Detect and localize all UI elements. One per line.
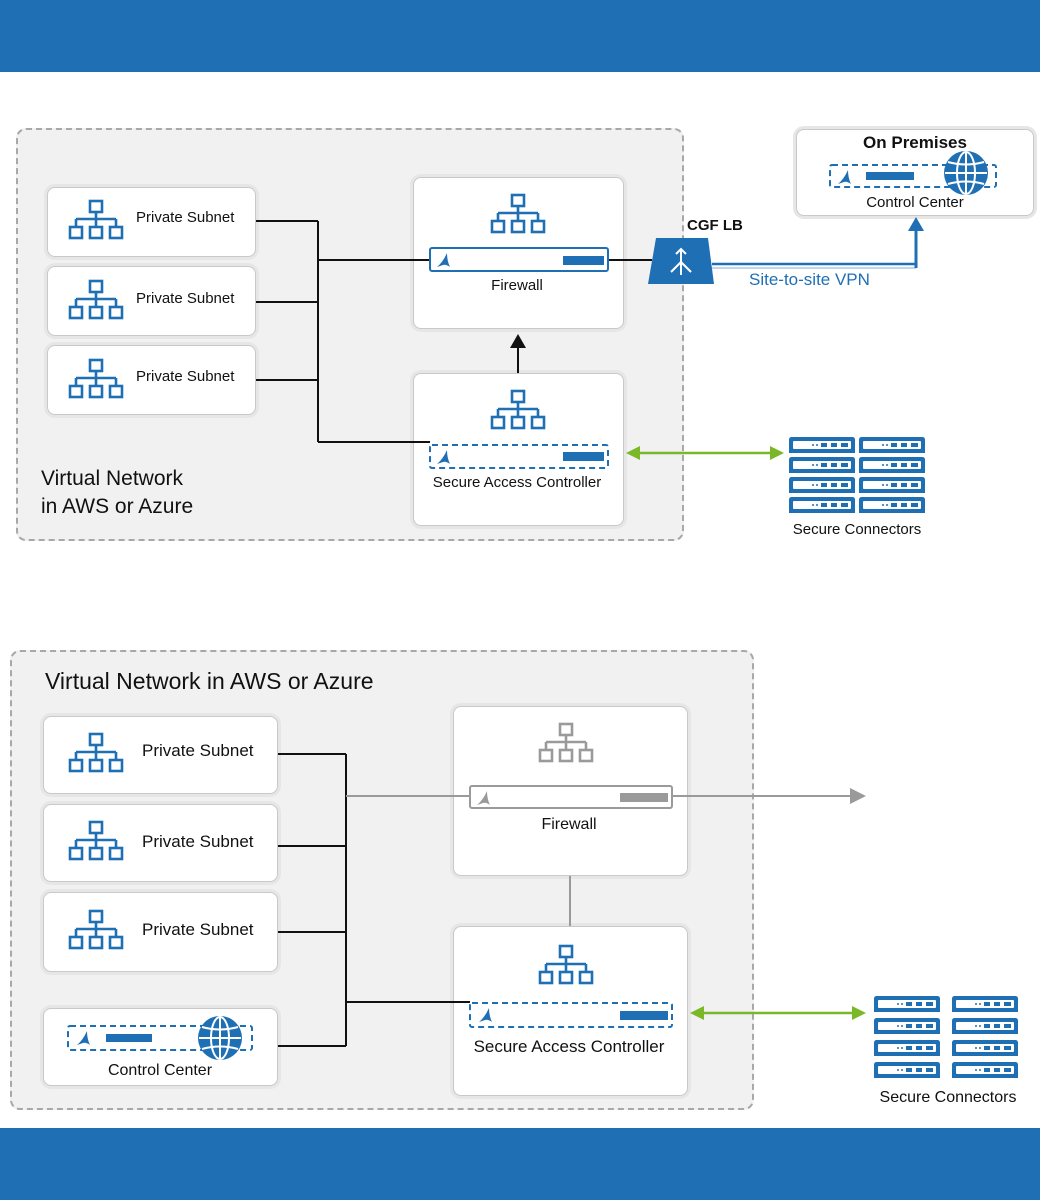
- private-subnet-card-6: [43, 892, 278, 972]
- private-subnet-label-2: Private Subnet: [136, 290, 235, 307]
- firewall-card-inactive: [453, 706, 688, 876]
- firewall-label: Firewall: [491, 277, 543, 294]
- bottom-banner: [0, 1128, 1040, 1200]
- firewall-card: [413, 177, 624, 329]
- virtual-network-label-line1: Virtual Network: [41, 467, 183, 490]
- on-premises-title: On Premises: [863, 133, 967, 152]
- private-subnet-label-3: Private Subnet: [136, 368, 235, 385]
- secure-connectors-label-bottom: Secure Connectors: [879, 1089, 1017, 1106]
- firewall-label-bottom: Firewall: [541, 816, 597, 833]
- secure-access-controller-label-bottom: Secure Access Controller: [473, 1037, 665, 1056]
- secure-access-controller-card-bottom: [453, 926, 688, 1096]
- private-subnet-label-6: Private Subnet: [142, 920, 254, 939]
- cgf-lb-label: CGF LB: [687, 217, 743, 234]
- private-subnet-label-4: Private Subnet: [142, 741, 254, 760]
- secure-connectors-label: Secure Connectors: [792, 521, 922, 538]
- virtual-network-label-bottom: Virtual Network in AWS or Azure: [45, 668, 374, 694]
- secure-access-controller-label: Secure Access Controller: [432, 474, 602, 491]
- virtual-network-label-line2: in AWS or Azure: [41, 495, 194, 518]
- private-subnet-label-5: Private Subnet: [142, 832, 254, 851]
- control-center-label: Control Center: [866, 194, 964, 211]
- private-subnet-label-1: Private Subnet: [136, 209, 235, 226]
- top-banner: [0, 0, 1040, 72]
- site-to-site-vpn-label: Site-to-site VPN: [749, 270, 870, 289]
- control-center-label-bottom: Control Center: [107, 1062, 213, 1079]
- secure-access-controller-card: [413, 373, 624, 526]
